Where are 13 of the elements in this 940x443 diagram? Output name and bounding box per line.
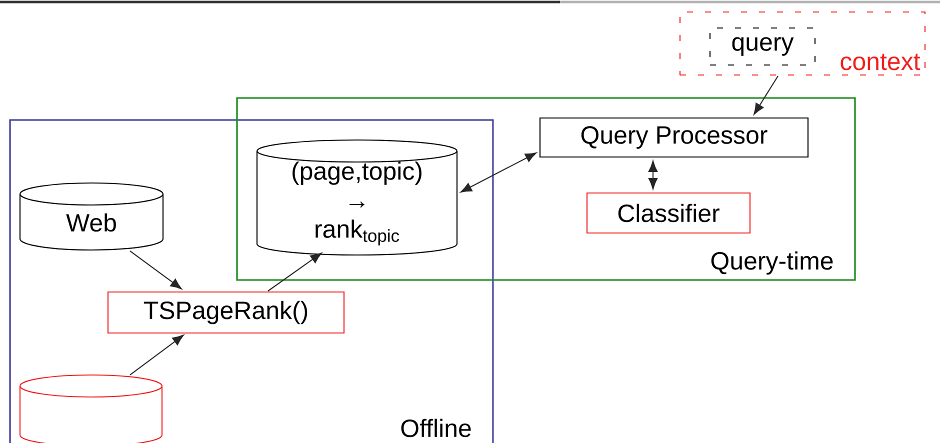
process-box: Classifier <box>586 192 751 234</box>
database-cylinder: Web <box>19 182 164 251</box>
arrow <box>130 250 182 290</box>
database-cylinder: (page,topic) → rank$_{topic}$ <box>256 139 458 256</box>
database-cylinder <box>19 374 163 443</box>
arrow <box>648 160 658 190</box>
process-box: query <box>709 27 816 66</box>
arrow <box>460 152 537 193</box>
arrow <box>754 76 778 115</box>
process-box: TSPageRank() <box>107 291 345 334</box>
arrow <box>130 334 184 376</box>
process-box: Query Processor <box>539 117 809 158</box>
arrow <box>268 252 322 292</box>
